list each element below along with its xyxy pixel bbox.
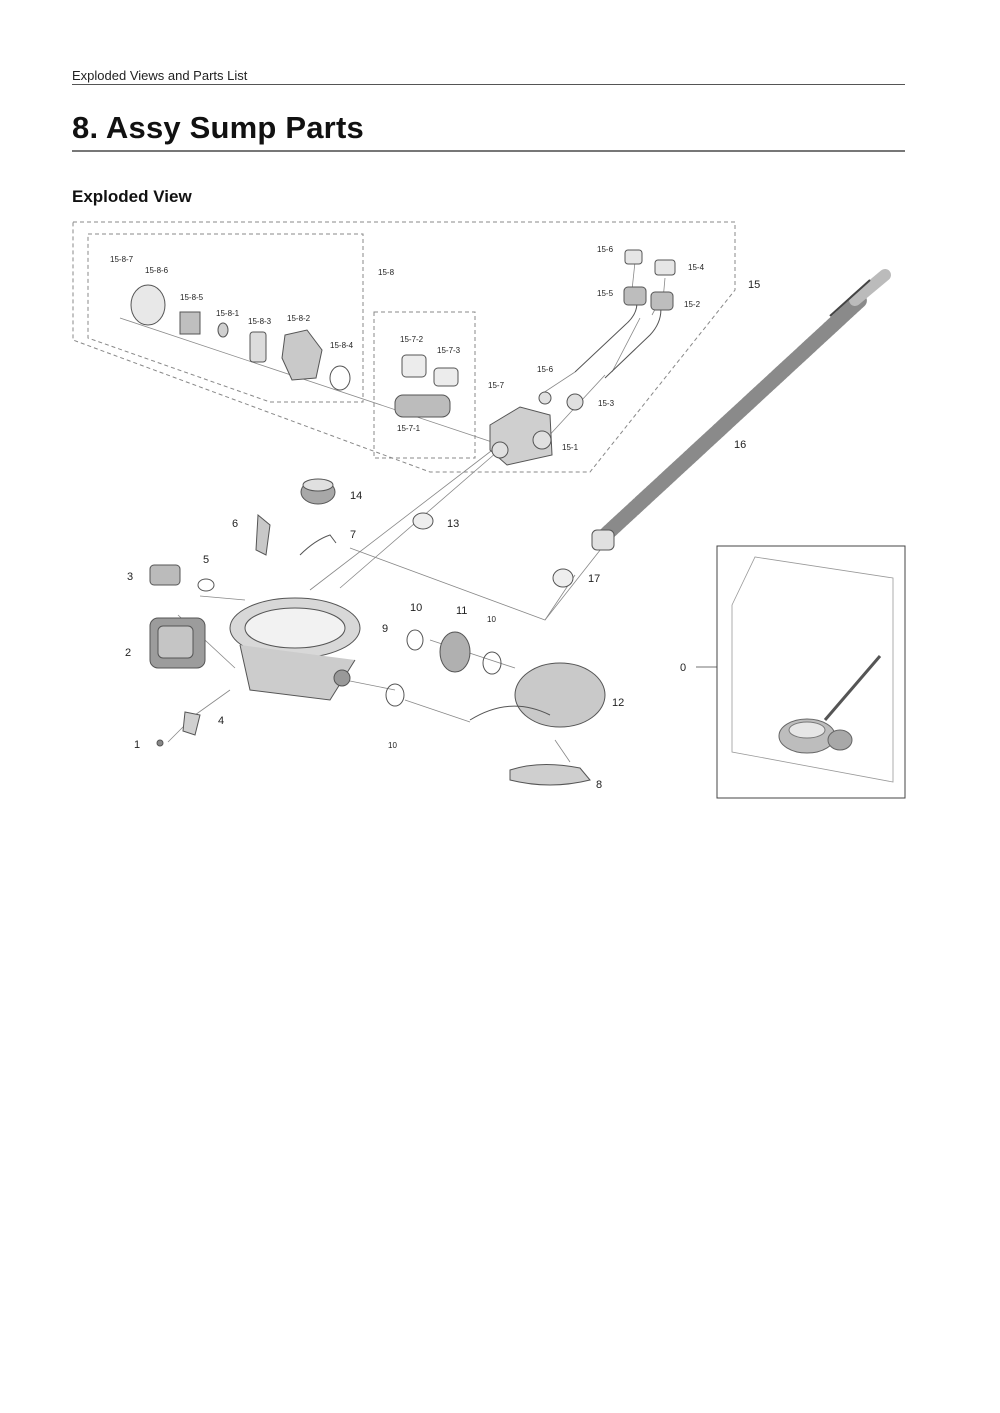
callout-15-8-7: 15-8-7	[110, 255, 134, 264]
callout-15-3: 15-3	[598, 399, 615, 408]
callout-7: 7	[350, 529, 356, 541]
exploded-view-heading: Exploded View	[72, 187, 192, 206]
callout-15-8: 15-8	[378, 268, 395, 277]
callout-15-2: 15-2	[684, 300, 701, 309]
callout-15-7-3: 15-7-3	[437, 346, 461, 355]
callout-10-bottom: 10	[388, 741, 397, 750]
callout-15-8-4: 15-8-4	[330, 341, 354, 350]
part-shapes	[130, 249, 891, 786]
assembly-15-7-outline	[373, 311, 476, 459]
callout-4: 4	[218, 715, 224, 727]
callout-3: 3	[127, 571, 133, 583]
callout-17: 17	[588, 573, 600, 585]
inset-overview	[696, 545, 906, 799]
callout-9: 9	[382, 623, 388, 635]
callout-0: 0	[680, 662, 686, 674]
assembly-15-outline	[72, 221, 736, 473]
callout-12: 12	[612, 697, 624, 709]
callout-15-8-6: 15-8-6	[145, 266, 169, 275]
callout-6: 6	[232, 518, 238, 530]
header-rule	[72, 84, 905, 85]
callout-15: 15	[748, 279, 760, 291]
callout-5: 5	[203, 554, 209, 566]
running-header: Exploded Views and Parts List	[72, 68, 248, 83]
callout-2: 2	[125, 647, 131, 659]
callout-15-8-1: 15-8-1	[216, 309, 240, 318]
callout-15-4: 15-4	[688, 263, 705, 272]
callout-10-left: 10	[410, 602, 422, 614]
callout-labels: 15-8-7 15-8-6 15-8-5 15-8-1 15-8-3 15-8-…	[110, 245, 760, 791]
title-rule	[72, 150, 905, 152]
callout-14: 14	[350, 490, 362, 502]
callout-13: 13	[447, 518, 459, 530]
callout-15-8-2: 15-8-2	[287, 314, 311, 323]
callout-11: 11	[456, 605, 467, 617]
callout-15-8-3: 15-8-3	[248, 317, 272, 326]
callout-1: 1	[134, 739, 140, 751]
callout-15-7: 15-7	[488, 381, 505, 390]
callout-15-7-1: 15-7-1	[397, 424, 421, 433]
callout-15-6-lower: 15-6	[537, 365, 554, 374]
callout-15-5: 15-5	[597, 289, 614, 298]
callout-10-right: 10	[487, 615, 496, 624]
callout-15-8-5: 15-8-5	[180, 293, 204, 302]
callout-8: 8	[596, 779, 602, 791]
callout-15-6-top: 15-6	[597, 245, 614, 254]
callout-15-1: 15-1	[562, 443, 579, 452]
callout-15-7-2: 15-7-2	[400, 335, 424, 344]
section-title: 8. Assy Sump Parts	[72, 110, 364, 145]
callout-16: 16	[734, 439, 746, 451]
